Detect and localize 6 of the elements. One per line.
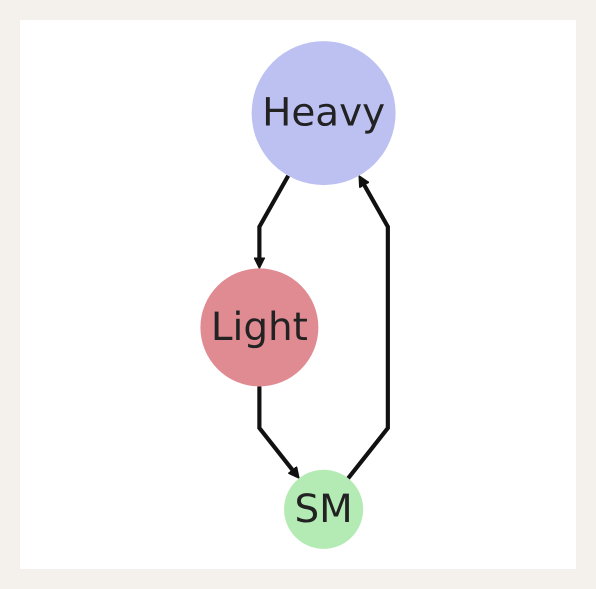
arrow [253,174,290,268]
arrow [346,174,390,480]
node-circle: Heavy [252,40,396,185]
node-circle: SM [284,469,364,548]
arrow [257,386,300,478]
node-circle: Light [200,268,318,386]
